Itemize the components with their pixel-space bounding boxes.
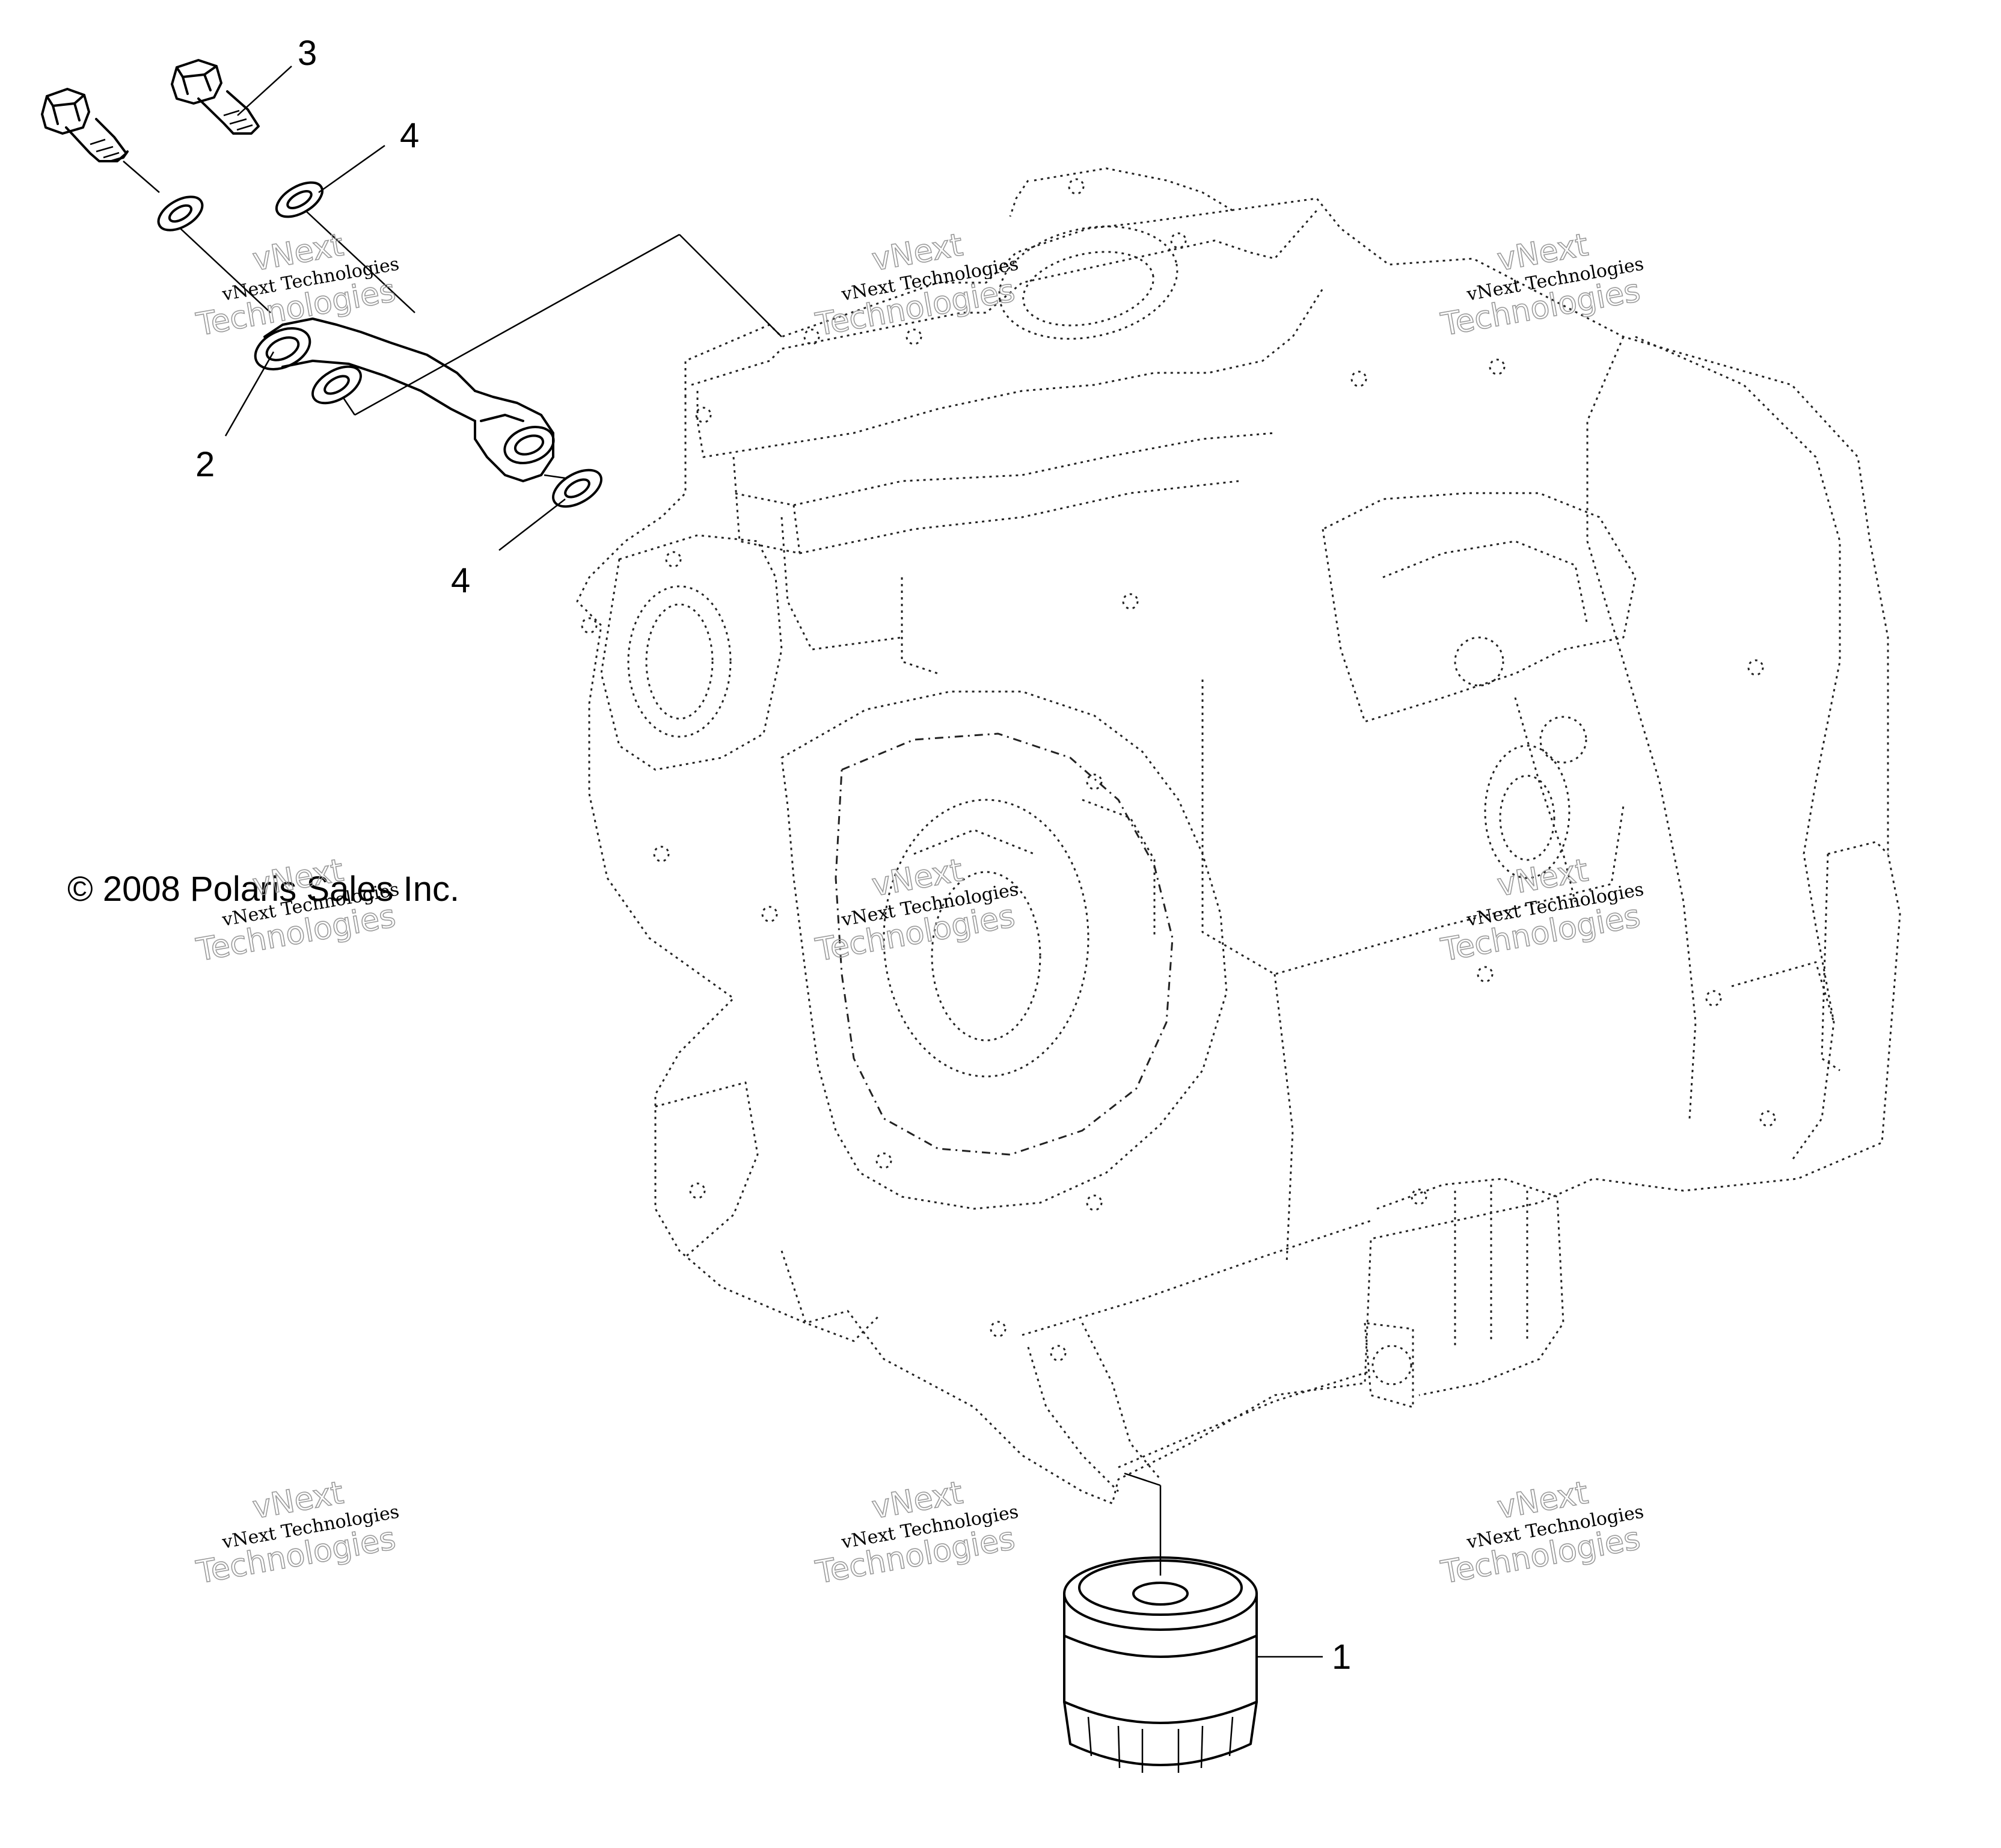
callout-leaders	[224, 66, 1323, 1658]
bolt-left	[41, 88, 129, 162]
watermark-tl: vNext vNext Technologies Technologies	[193, 227, 400, 344]
washer-4-top	[275, 181, 323, 218]
assembly-lines	[180, 211, 1162, 1576]
watermark-mr: vNext vNext Technologies Technologies	[1438, 852, 1645, 969]
watermark-tr: vNext vNext Technologies Technologies	[1438, 227, 1645, 344]
watermark-bc: vNext vNext Technologies Technologies	[812, 1475, 1020, 1592]
copyright-notice: © 2008 Polaris Sales Inc.	[67, 870, 459, 909]
callout-4-top: 4	[400, 116, 419, 155]
callout-2: 2	[195, 445, 215, 484]
watermark-br: vNext vNext Technologies Technologies	[1438, 1475, 1645, 1592]
watermark-tc: vNext vNext Technologies Technologies	[812, 227, 1020, 344]
washer-4-bottom	[552, 468, 602, 508]
engine-block-outline	[576, 167, 1901, 1505]
oil-line-tube	[254, 318, 555, 482]
callout-4-bottom: 4	[451, 561, 470, 600]
callout-1: 1	[1332, 1638, 1351, 1677]
bolt-3	[171, 59, 260, 135]
watermark-bl: vNext vNext Technologies Technologies	[193, 1475, 400, 1592]
washer-left-upper	[157, 195, 204, 232]
callout-3: 3	[298, 34, 317, 73]
oil-filter	[1063, 1556, 1258, 1773]
